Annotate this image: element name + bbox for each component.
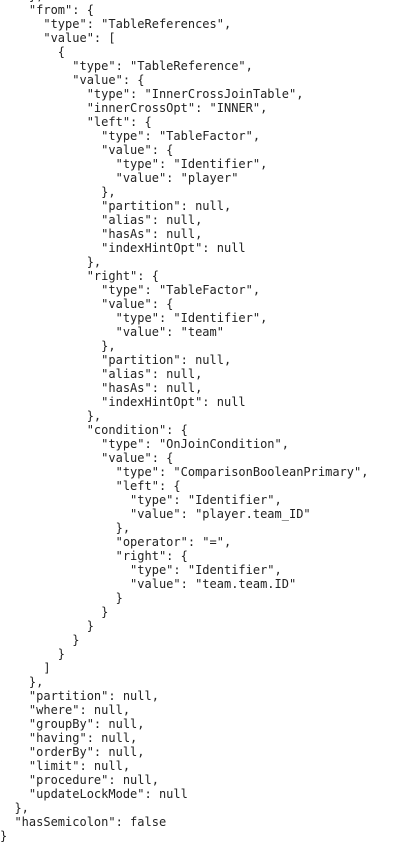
code-line: "indexHintOpt": null <box>0 395 246 409</box>
code-line: "hasAs": null, <box>0 381 203 395</box>
code-line: "condition": { <box>0 423 188 437</box>
code-line: "value": { <box>0 143 174 157</box>
code-line: "partition": null, <box>0 353 232 367</box>
code-line: "type": "TableFactor", <box>0 129 261 143</box>
code-line: } <box>0 605 109 619</box>
code-line: "innerCrossOpt": "INNER", <box>0 101 268 115</box>
code-line: "type": "Identifier", <box>0 311 268 325</box>
code-line: } <box>0 619 94 633</box>
code-line: } <box>0 647 66 661</box>
code-line: "value": "team.team.ID" <box>0 577 297 591</box>
code-line: "type": "TableReference", <box>0 59 253 73</box>
code-line: "value": "player.team_ID" <box>0 507 311 521</box>
code-line: }, <box>0 521 131 535</box>
code-line: "type": "TableFactor", <box>0 283 261 297</box>
code-line: "updateLockMode": null <box>0 787 188 801</box>
code-line: "value": { <box>0 451 174 465</box>
code-line: }, <box>0 185 116 199</box>
code-line: "from": { <box>0 3 94 17</box>
code-line: { <box>0 45 66 59</box>
code-line: "procedure": null, <box>0 773 159 787</box>
code-line: "alias": null, <box>0 213 203 227</box>
code-line: ] <box>0 661 51 675</box>
code-line: "alias": null, <box>0 367 203 381</box>
code-line: } <box>0 829 8 843</box>
code-line: "groupBy": null, <box>0 717 145 731</box>
code-line: }, <box>0 409 102 423</box>
code-line: "value": "team" <box>0 325 224 339</box>
code-line: "hasAs": null, <box>0 227 203 241</box>
code-line: }, <box>0 255 102 269</box>
code-line: }, <box>0 801 29 815</box>
code-line: "type": "Identifier", <box>0 157 268 171</box>
code-line: "partition": null, <box>0 199 232 213</box>
code-line: }, <box>0 339 116 353</box>
code-line: "right": { <box>0 269 159 283</box>
code-line: "where": null, <box>0 703 131 717</box>
code-line: } <box>0 591 123 605</box>
code-line: "having": null, <box>0 731 138 745</box>
code-line: "type": "InnerCrossJoinTable", <box>0 87 304 101</box>
code-line: "limit": null, <box>0 759 131 773</box>
code-line: "type": "ComparisonBooleanPrimary", <box>0 465 369 479</box>
code-line: "type": "OnJoinCondition", <box>0 437 289 451</box>
code-line: }, <box>0 675 44 689</box>
code-line: } <box>0 633 80 647</box>
code-line: "partition": null, <box>0 689 159 703</box>
code-line: "value": { <box>0 297 174 311</box>
code-line: "value": "player" <box>0 171 239 185</box>
code-line: "indexHintOpt": null <box>0 241 246 255</box>
code-line: "operator": "=", <box>0 535 232 549</box>
code-line: "orderBy": null, <box>0 745 145 759</box>
code-line: }, <box>0 0 403 3</box>
code-line: "value": [ <box>0 31 116 45</box>
code-line: "value": { <box>0 73 145 87</box>
code-line: "type": "Identifier", <box>0 563 282 577</box>
code-line: "type": "Identifier", <box>0 493 282 507</box>
code-line: "left": { <box>0 479 181 493</box>
code-line: "hasSemicolon": false <box>0 815 167 829</box>
code-line: "left": { <box>0 115 152 129</box>
code-line: "right": { <box>0 549 188 563</box>
code-line: "type": "TableReferences", <box>0 17 232 31</box>
